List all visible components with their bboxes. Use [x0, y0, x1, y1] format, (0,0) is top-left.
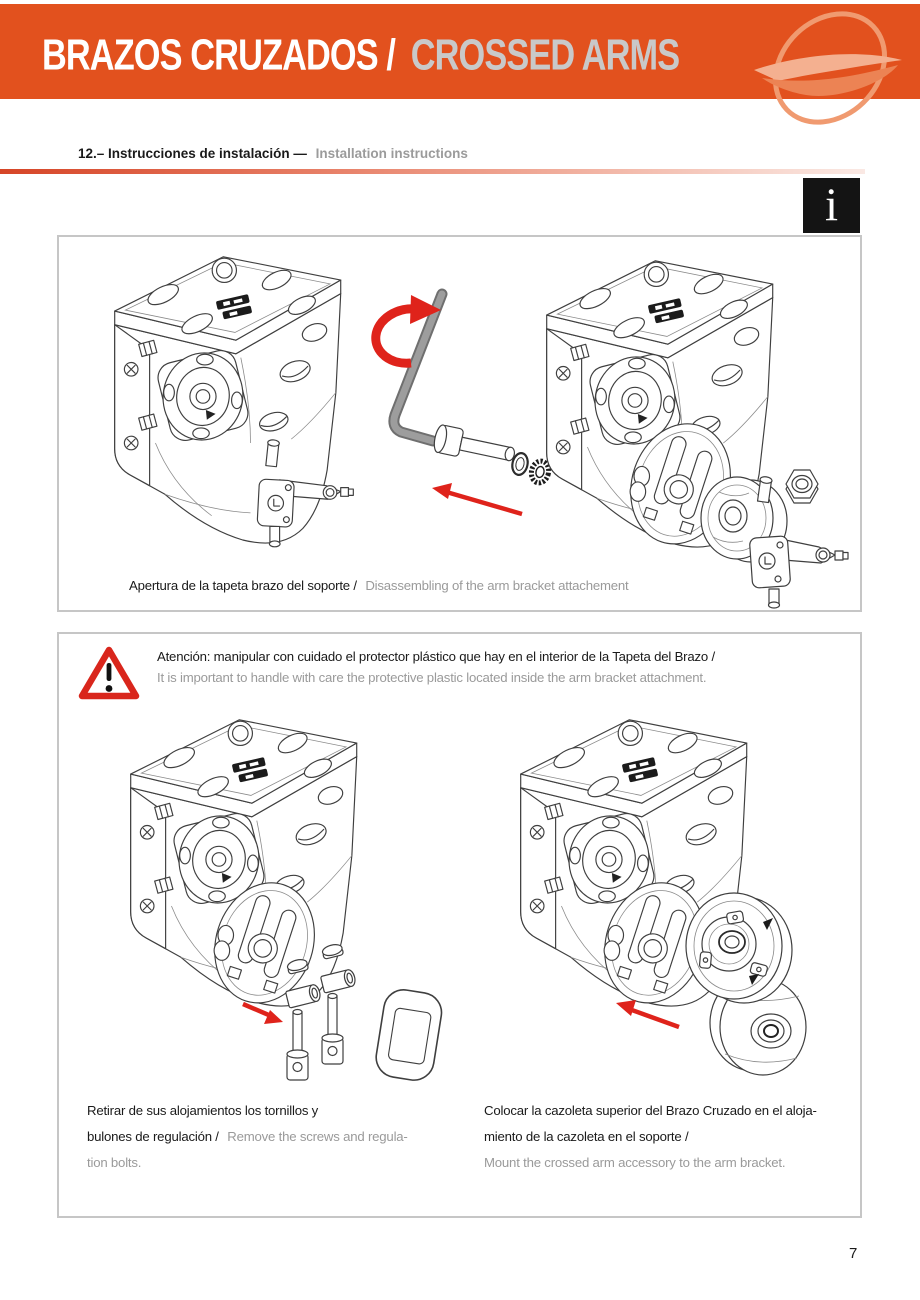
- cup-assembly-drawing: [700, 476, 849, 609]
- figure1-caption-en: Disassembling of the arm bracket attache…: [365, 578, 629, 593]
- rotation-arrow-icon: [371, 295, 441, 368]
- figure1-illustration: [114, 256, 849, 609]
- right-caption-line3: Mount the crossed arm accessory to the a…: [484, 1155, 786, 1170]
- section-heading: 12.– Instrucciones de instalación — Inst…: [78, 146, 468, 161]
- right-caption-line1: Colocar la cazoleta superior del Brazo C…: [484, 1103, 817, 1118]
- header-banner: BRAZOS CRUZADOS / CROSSED ARMS: [0, 4, 920, 99]
- allen-key-icon: [388, 288, 448, 447]
- left-caption-line2-es: bulones de regulación /: [87, 1129, 219, 1144]
- section-divider: [0, 169, 865, 174]
- red-arrow-icon: [432, 483, 523, 517]
- warning-text: Atención: manipular con cuidado el prote…: [157, 647, 715, 688]
- plastic-protector-drawing: [375, 989, 443, 1081]
- arm-bracket-drawing-left2: [130, 719, 358, 1017]
- hex-nut-drawing: [785, 469, 819, 504]
- red-arrow-icon-left: [242, 1001, 283, 1024]
- section-heading-en: Installation instructions: [315, 146, 468, 161]
- section-heading-es: 12.– Instrucciones de instalación —: [78, 146, 307, 161]
- warning-icon: [78, 646, 140, 700]
- bolt-drawing: [433, 424, 516, 462]
- page-title-en: CROSSED ARMS: [410, 31, 680, 80]
- left-caption-line3: tion bolts.: [87, 1155, 142, 1170]
- warning-text-es: Atención: manipular con cuidado el prote…: [157, 649, 715, 664]
- figure2-illustration: [130, 719, 807, 1081]
- figure2-box: Atención: manipular con cuidado el prote…: [57, 632, 862, 1218]
- figure2-right-caption: Colocar la cazoleta superior del Brazo C…: [484, 1098, 817, 1176]
- screws-and-bolts-drawing: [285, 944, 356, 1081]
- figure1-caption: Apertura de la tapeta brazo del soporte …: [129, 573, 629, 599]
- figure1-box: Apertura de la tapeta brazo del soporte …: [57, 235, 862, 612]
- washer-drawing: [511, 452, 552, 486]
- info-icon: i: [803, 178, 860, 233]
- brand-logo-icon: [754, 11, 902, 125]
- figure2-left-caption: Retirar de sus alojamientos los tornillo…: [87, 1098, 408, 1176]
- figure1-caption-es: Apertura de la tapeta brazo del soporte …: [129, 578, 357, 593]
- warning-text-en: It is important to handle with care the …: [157, 669, 707, 685]
- left-caption-line2-en: Remove the screws and regula-: [227, 1129, 408, 1144]
- right-caption-line2: miento de la cazoleta en el soporte /: [484, 1129, 689, 1144]
- page-title: BRAZOS CRUZADOS / CROSSED ARMS: [42, 31, 680, 80]
- page-title-es: BRAZOS CRUZADOS /: [42, 31, 396, 80]
- left-caption-line1: Retirar de sus alojamientos los tornillo…: [87, 1103, 319, 1118]
- page-number: 7: [849, 1245, 858, 1262]
- crossed-arm-accessory-drawing: [685, 892, 807, 1076]
- red-arrow-icon-right: [616, 1000, 680, 1030]
- arm-bracket-drawing-left: [114, 256, 354, 548]
